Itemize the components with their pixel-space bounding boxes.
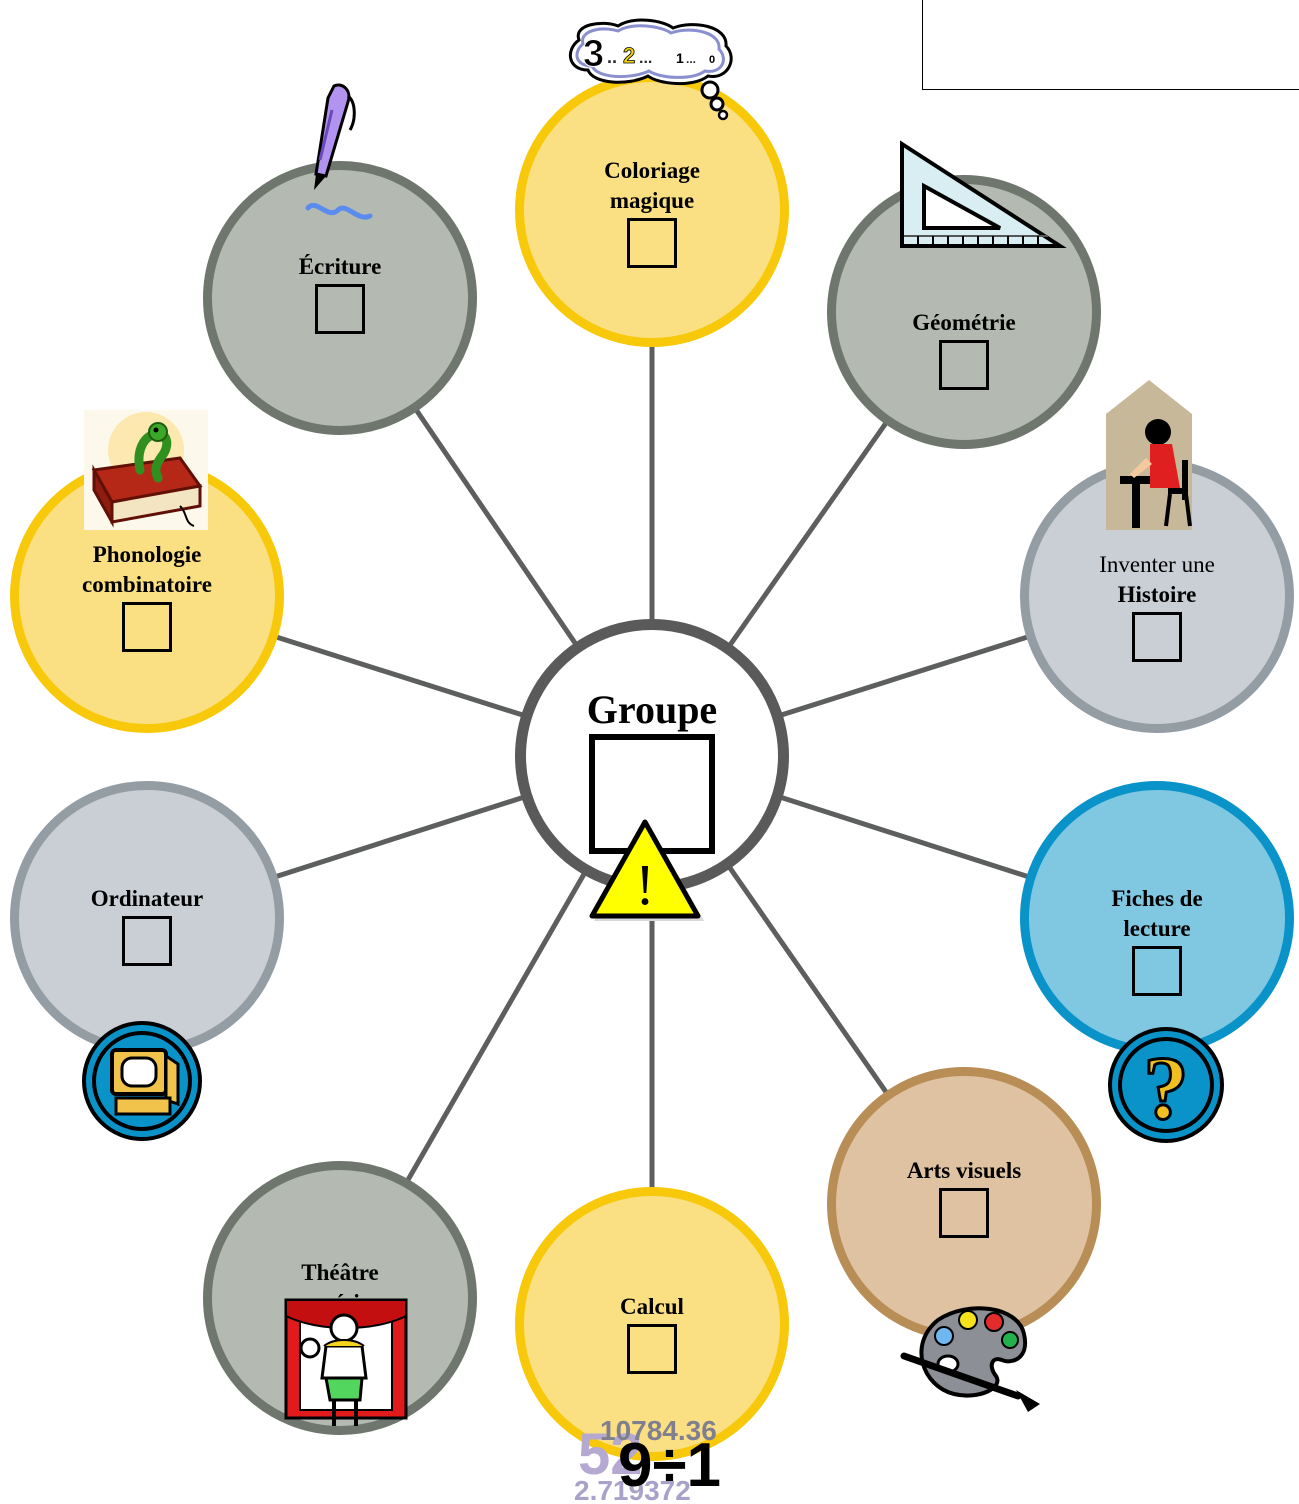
workshop-checkbox[interactable]	[1132, 612, 1182, 662]
countdown-dots: ..	[607, 47, 617, 67]
question-mark-icon: ?	[1107, 1026, 1225, 1144]
workshop-checkbox[interactable]	[627, 218, 677, 268]
warning-icon: !	[586, 818, 704, 922]
workshop-checkbox[interactable]	[122, 602, 172, 652]
computer-icon	[80, 1020, 204, 1142]
workshop-label: Arts visuels	[907, 1156, 1021, 1186]
workshop-ordinateur: Ordinateur	[10, 781, 284, 1055]
set-square-icon	[888, 140, 1068, 252]
countdown-dots: ...	[639, 50, 652, 67]
countdown-digit: 2	[623, 43, 635, 68]
workshop-label: Phonologie combinatoire	[82, 540, 212, 600]
writing-girl-icon	[1106, 380, 1192, 530]
numbers-icon: 52 10784.36 2.719372 9÷1	[572, 1410, 732, 1502]
workshop-checkbox[interactable]	[939, 1188, 989, 1238]
workshop-label: Écriture	[299, 252, 382, 282]
countdown-dots: ...	[686, 52, 696, 66]
number-text: 9÷1	[618, 1431, 721, 1500]
paint-palette-icon	[898, 1300, 1044, 1414]
countdown-digit: 3	[583, 33, 604, 75]
workshop-label: Calcul	[620, 1292, 684, 1322]
workshop-checkbox[interactable]	[939, 340, 989, 390]
workshop-label: Inventer une Histoire	[1099, 550, 1215, 610]
workshop-fiches: Fiches de lecture	[1020, 781, 1294, 1055]
bookworm-icon	[84, 410, 208, 530]
countdown-digit: 0	[709, 54, 715, 66]
warning-glyph: !	[635, 852, 654, 917]
theatre-stage-icon	[284, 1298, 408, 1432]
workshop-label: Fiches de lecture	[1111, 884, 1202, 944]
workshop-checkbox[interactable]	[1132, 946, 1182, 996]
workshop-label: Géométrie	[912, 308, 1015, 338]
workshop-label: Ordinateur	[91, 884, 203, 914]
workshop-checkbox[interactable]	[315, 284, 365, 334]
workshop-checkbox[interactable]	[122, 916, 172, 966]
corner-box	[922, 0, 1299, 90]
question-glyph: ?	[1144, 1039, 1189, 1138]
center-group-label: Groupe	[587, 688, 717, 732]
workshop-label: Coloriage magique	[604, 156, 700, 216]
workshop-checkbox[interactable]	[627, 1324, 677, 1374]
pen-icon	[298, 80, 380, 228]
countdown-digit: 1	[676, 50, 684, 66]
countdown-bubble-icon: 3 .. 2 ... 1 ... 0	[563, 18, 743, 122]
